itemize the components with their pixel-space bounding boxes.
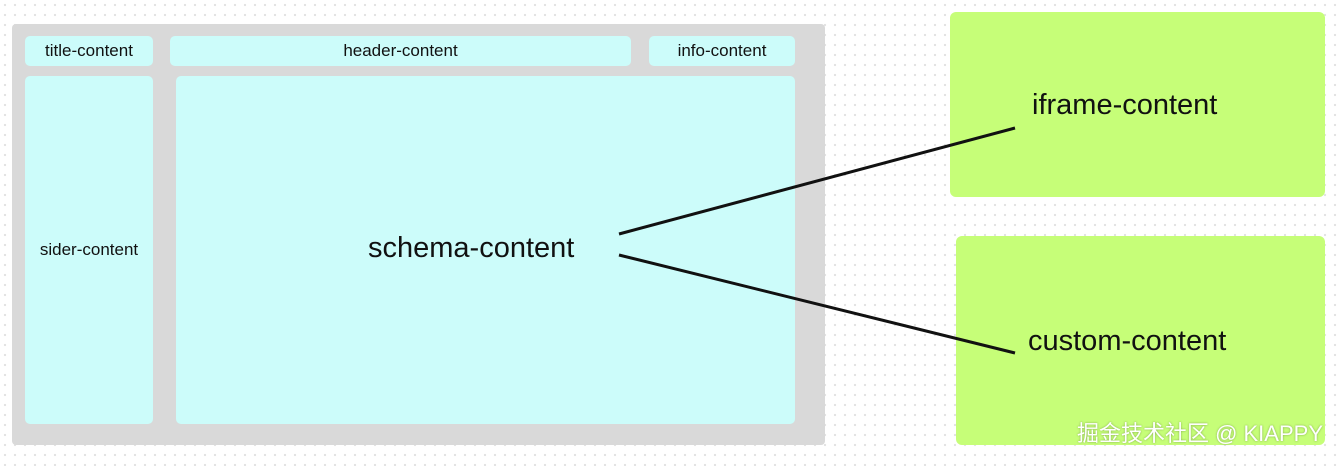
custom-content-label: custom-content <box>1028 325 1227 357</box>
iframe-content-box <box>950 12 1325 197</box>
connector-to-custom <box>618 253 1016 355</box>
custom-content-box <box>956 236 1325 445</box>
iframe-content-label: iframe-content <box>1032 89 1218 121</box>
title-content-panel: title-content <box>25 36 153 66</box>
schema-content-label: schema-content <box>368 232 575 264</box>
info-content-label: info-content <box>677 41 767 60</box>
connector-to-iframe <box>618 126 1016 236</box>
sider-content-label: sider-content <box>39 240 139 259</box>
header-content-label: header-content <box>343 41 458 60</box>
info-content-panel: info-content <box>649 36 795 66</box>
title-content-label: title-content <box>45 41 133 60</box>
watermark: 掘金技术社区 @ KIAPPY <box>1076 421 1323 446</box>
sider-content-panel: sider-content <box>25 76 153 424</box>
header-content-panel: header-content <box>170 36 631 66</box>
schema-content-panel: schema-content <box>176 76 795 424</box>
